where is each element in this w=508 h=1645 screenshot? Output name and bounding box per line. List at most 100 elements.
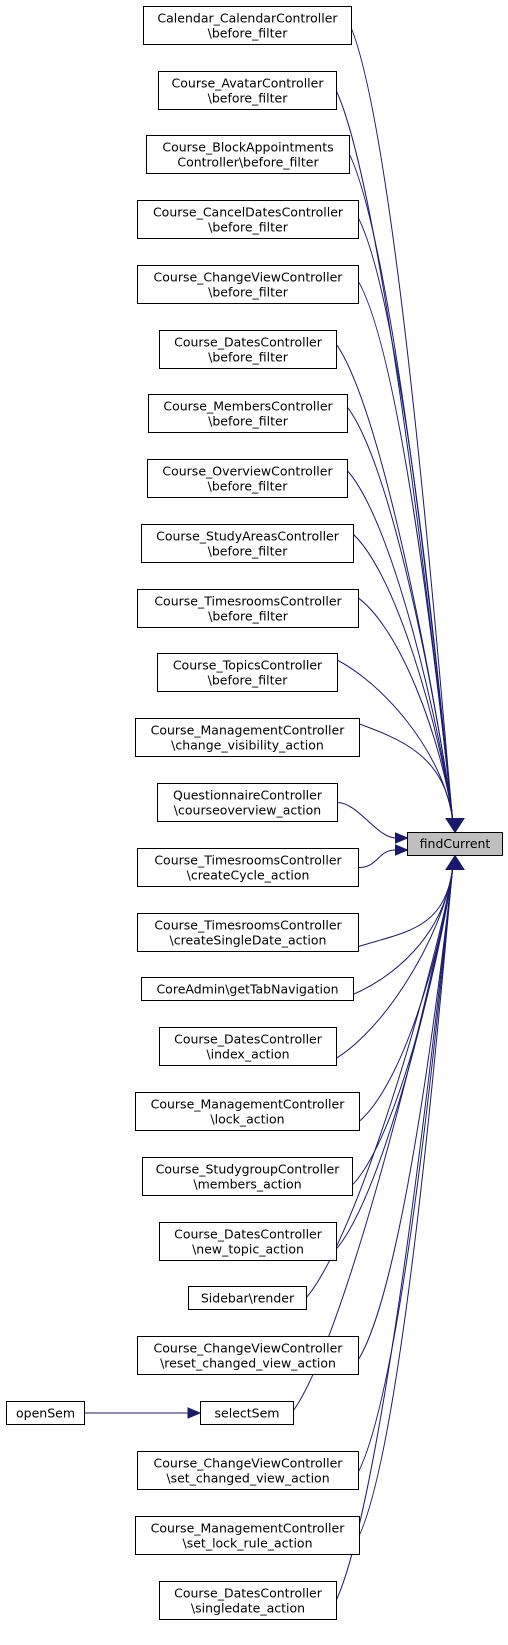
caller-node-21-course-changeviewcontroller-reset-changed-view-action[interactable]: Course_ChangeViewController\reset_change… <box>137 1336 359 1375</box>
caller-label-line1: Course_DatesController <box>174 335 323 350</box>
caller-node-9-course-timesroomscontroller-before-filter[interactable]: Course_TimesroomsController\before_filte… <box>137 589 359 628</box>
caller-node-19-course-datescontroller-new-topic-action[interactable]: Course_DatesController\new_topic_action <box>159 1222 337 1261</box>
caller-node-7-course-overviewcontroller-before-filter[interactable]: Course_OverviewController\before_filter <box>147 459 348 498</box>
arrowhead-top <box>445 818 465 834</box>
caller-node-10-course-topicscontroller-before-filter[interactable]: Course_TopicsController\before_filter <box>157 653 338 692</box>
caller-node-18-course-studygroupcontroller-members-action[interactable]: Course_StudygroupController\members_acti… <box>142 1157 353 1196</box>
caller-label-line2: \new_topic_action <box>192 1242 304 1257</box>
caller-label-line2: \before_filter <box>208 609 289 624</box>
caller-label-line2: \lock_action <box>210 1112 284 1127</box>
caller-label-line1: Course_ChangeViewController <box>154 1456 344 1471</box>
call-edge-14 <box>343 865 454 952</box>
caller-label-line1: Course_MembersController <box>163 399 333 414</box>
caller-node-3-course-canceldatescontroller-before-filter[interactable]: Course_CancelDatesController\before_filt… <box>137 200 359 239</box>
caller-label-line1: Course_DatesController <box>174 1586 323 1601</box>
call-edge-4 <box>343 265 454 823</box>
arrowhead-openSem-selectSem <box>187 1407 202 1419</box>
call-edge-6 <box>332 394 454 823</box>
caller-node-25-course-datescontroller-singledate-action[interactable]: Course_DatesController\singledate_action <box>159 1581 337 1620</box>
caller-label-line1: Course_ManagementController <box>151 1521 346 1536</box>
caller-label-line1: Course_OverviewController <box>162 464 333 479</box>
caller-label-line2: \members_action <box>193 1177 301 1192</box>
caller-label-line1: Course_TopicsController <box>173 658 323 673</box>
caller-node-12-questionnairecontroller-courseoverview-action[interactable]: QuestionnaireController\courseoverview_a… <box>157 783 338 822</box>
caller-label-line1: Course_ChangeViewController <box>154 270 344 285</box>
arrowhead-bottom <box>445 854 465 870</box>
caller-node-1-course-avatarcontroller-before-filter[interactable]: Course_AvatarController\before_filter <box>158 71 337 110</box>
caller-label-line2: \reset_changed_view_action <box>160 1356 336 1371</box>
caller-label-line1: Course_StudyAreasController <box>156 529 340 544</box>
caller-label-line1: Calendar_CalendarController <box>157 11 338 26</box>
caller-label: openSem <box>16 1406 75 1421</box>
caller-label-line2: \change_visibility_action <box>171 738 324 753</box>
caller-label-line1: Course_CancelDatesController <box>153 205 344 220</box>
caller-node-0-calendar-calendarcontroller-before-filter[interactable]: Calendar_CalendarController\before_filte… <box>143 6 352 45</box>
arrowhead-13 <box>395 844 409 856</box>
caller-node-13-course-timesroomscontroller-createcycle-action[interactable]: Course_TimesroomsController\createCycle_… <box>137 848 359 887</box>
caller-node-17-course-managementcontroller-lock-action[interactable]: Course_ManagementController\lock_action <box>135 1092 360 1131</box>
caller-label-line2: Controller\before_filter <box>177 155 319 170</box>
call-edge-13 <box>358 849 396 868</box>
caller-label-line2: \before_filter <box>208 220 289 235</box>
target-node-findCurrent[interactable]: findCurrent <box>407 832 503 856</box>
caller-label-line1: Course_AvatarController <box>172 76 325 91</box>
caller-node-22-selectsem[interactable]: selectSem <box>200 1401 294 1425</box>
caller-label-line2: \singledate_action <box>191 1601 305 1616</box>
caller-label-line2: \before_filter <box>208 350 289 365</box>
caller-label-line1: Course_ChangeViewController <box>154 1341 344 1356</box>
caller-node-2-course-blockappointments-controller-before-filter[interactable]: Course_BlockAppointmentsController\befor… <box>146 135 350 174</box>
caller-node-16-course-datescontroller-index-action[interactable]: Course_DatesController\index_action <box>159 1027 337 1066</box>
caller-label-line2: \before_filter <box>208 673 289 688</box>
caller-node-24-course-managementcontroller-set-lock-rule-action[interactable]: Course_ManagementController\set_lock_rul… <box>135 1516 360 1555</box>
caller-label-line1: QuestionnaireController <box>173 788 323 803</box>
call-edge-0 <box>336 6 454 823</box>
caller-label-line2: \before_filter <box>208 285 289 300</box>
caller-node-20-sidebar-render[interactable]: Sidebar\render <box>188 1286 307 1310</box>
caller-node-4-course-changeviewcontroller-before-filter[interactable]: Course_ChangeViewController\before_filte… <box>137 265 359 304</box>
caller-label-line2: \createCycle_action <box>187 868 310 883</box>
call-edges <box>85 6 465 1620</box>
call-edge-11 <box>344 718 454 823</box>
caller-label: selectSem <box>215 1406 280 1421</box>
caller-label-line2: \set_changed_view_action <box>166 1471 329 1486</box>
caller-label-line2: \courseoverview_action <box>174 803 321 818</box>
call-edge-20 <box>291 865 454 1310</box>
call-edge-9 <box>343 589 454 823</box>
call-edge-22 <box>278 865 454 1425</box>
caller-node-5-course-datescontroller-before-filter[interactable]: Course_DatesController\before_filter <box>159 330 337 369</box>
caller-label-line1: Course_DatesController <box>174 1032 323 1047</box>
caller-label-line2: \before_filter <box>208 91 289 106</box>
caller-label-line2: \createSingleDate_action <box>170 933 327 948</box>
caller-label-line1: Course_TimesroomsController <box>154 853 342 868</box>
caller-label-line1: Course_ManagementController <box>151 723 346 738</box>
caller-node-23-course-changeviewcontroller-set-changed-view-action[interactable]: Course_ChangeViewController\set_changed_… <box>137 1451 359 1490</box>
caller-label-line1: Course_DatesController <box>174 1227 323 1242</box>
call-graph-nodes: findCurrent Calendar_CalendarController\… <box>6 6 503 1620</box>
caller-node-8-course-studyareascontroller-before-filter[interactable]: Course_StudyAreasController\before_filte… <box>141 524 354 563</box>
caller-label-line1: Course_TimesroomsController <box>154 918 342 933</box>
call-edge-25 <box>321 865 454 1620</box>
caller-label-line1: Course_ManagementController <box>151 1097 346 1112</box>
caller-node-6-course-memberscontroller-before-filter[interactable]: Course_MembersController\before_filter <box>148 394 348 433</box>
caller-label-line2: \before_filter <box>208 414 289 429</box>
caller-label-line1: Course_StudygroupController <box>156 1162 341 1177</box>
caller-label-line2: \index_action <box>206 1047 289 1062</box>
target-node-label: findCurrent <box>420 836 491 851</box>
caller-label-line2: \before_filter <box>208 544 289 559</box>
call-edge-23 <box>343 865 454 1490</box>
caller-node-openSem[interactable]: openSem <box>6 1401 85 1425</box>
caller-label: Sidebar\render <box>201 1291 295 1306</box>
caller-node-14-course-timesroomscontroller-createsingledate-action[interactable]: Course_TimesroomsController\createSingle… <box>137 913 359 952</box>
caller-label-line2: \set_lock_rule_action <box>183 1536 313 1551</box>
caller-label-line1: Course_BlockAppointments <box>162 140 333 155</box>
caller-label: CoreAdmin\getTabNavigation <box>156 982 338 997</box>
call-edge-12 <box>337 802 396 839</box>
call-edge-16 <box>321 865 454 1066</box>
call-edge-24 <box>344 865 454 1555</box>
call-edge-1 <box>321 71 454 823</box>
caller-node-15-coreadmin-gettabnavigation[interactable]: CoreAdmin\getTabNavigation <box>141 977 354 1001</box>
caller-node-11-course-managementcontroller-change-visibility-action[interactable]: Course_ManagementController\change_visib… <box>135 718 360 757</box>
caller-label-line2: \before_filter <box>208 479 289 494</box>
caller-label-line2: \before_filter <box>208 26 289 41</box>
